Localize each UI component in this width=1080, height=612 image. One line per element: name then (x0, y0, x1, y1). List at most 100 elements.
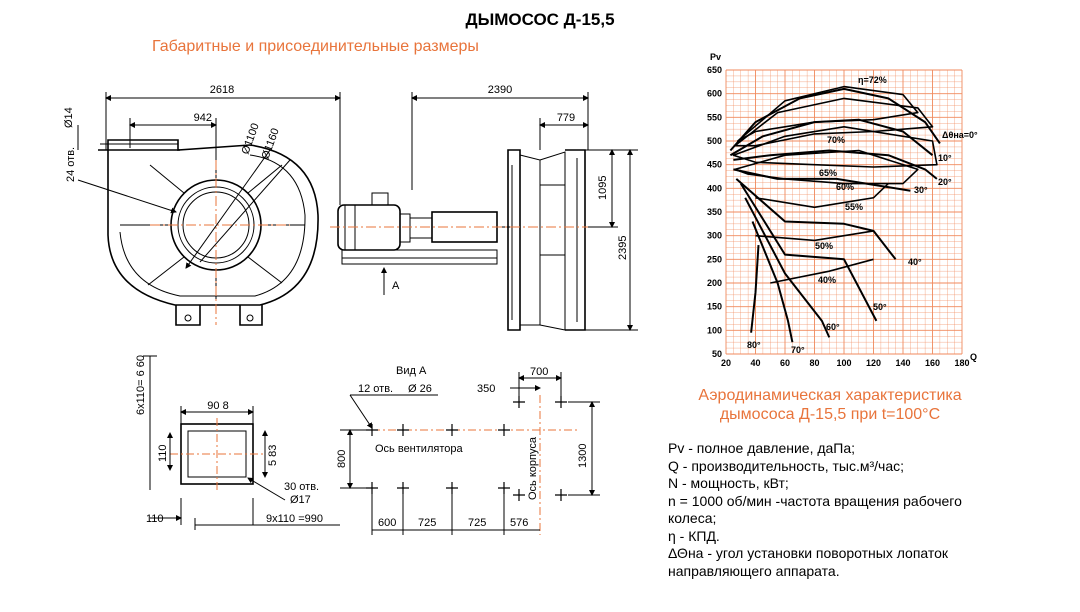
x-tick-label: 120 (866, 358, 881, 368)
curve-40° (735, 178, 897, 260)
efficiency-contour (737, 85, 919, 142)
dim-908: 90 8 (207, 400, 228, 412)
legend-q: Q - производительность, тыс.м³/час; (668, 457, 905, 474)
aero-chart-title: Аэродинамическая характеристика дымососа… (698, 387, 962, 423)
arrow-a-label: A (392, 280, 400, 292)
dim-600: 600 (378, 517, 396, 529)
eta-55-label: 55% (845, 202, 863, 212)
y-tick-label: 150 (707, 302, 722, 312)
dim-576: 576 (510, 517, 528, 529)
view-a-d26: Ø 26 (408, 383, 432, 395)
angle-0-label: Δθна=0° (942, 130, 978, 140)
x-tick-label: 60 (780, 358, 790, 368)
x-tick-label: 180 (954, 358, 969, 368)
x-tick-label: 100 (836, 358, 851, 368)
eta-70-label: 70% (827, 135, 845, 145)
angle-80-label: 80° (747, 340, 761, 350)
y-tick-label: 650 (707, 65, 722, 75)
y-tick-label: 300 (707, 231, 722, 241)
y-tick-label: 450 (707, 160, 722, 170)
dim-6x110: 6x110= 6 60 (135, 355, 147, 415)
curve-50° (739, 183, 878, 322)
curve-0° (729, 87, 941, 152)
x-tick-label: 140 (895, 358, 910, 368)
dim-350: 350 (477, 383, 495, 395)
y-tick-label: 400 (707, 183, 722, 193)
front-view (77, 92, 341, 326)
y-tick-labels: 650 600 550 500 450 400 350 300 250 200 150 100 50 (707, 65, 722, 359)
legend-theta: ΔΘна - угол установки поворотных лопаток… (668, 545, 949, 579)
eta-60-label: 60% (836, 182, 854, 192)
dim-d17: Ø17 (290, 494, 311, 506)
y-tick-label: 550 (707, 112, 722, 122)
legend-n-speed: n = 1000 об/мин -частота вращения рабоче… (668, 492, 962, 527)
y-tick-label: 100 (707, 325, 722, 335)
x-tick-label: 160 (925, 358, 940, 368)
dim-725-b: 725 (468, 517, 486, 529)
curve-80° (750, 245, 760, 333)
curve-20° (733, 149, 938, 180)
efficiency-labels: η=72% 70% 65% 60% 55% 50% 40% (815, 75, 887, 285)
dim-d1100: Ø1100 (240, 122, 262, 156)
angle-20-label: 20° (938, 177, 952, 187)
curve-70° (751, 221, 794, 343)
efficiency-line (755, 230, 874, 242)
y-tick-label: 350 (707, 207, 722, 217)
legend-pv: Pv - полное давление, даПа; (668, 440, 856, 456)
aero-chart: 650 600 550 500 450 400 350 300 250 200 150 100 50 2… (707, 52, 978, 368)
chart-grid (725, 69, 963, 355)
dim-725-a: 725 (418, 517, 436, 529)
angle-10-label: 10° (938, 153, 952, 163)
angle-60-label: 60° (826, 322, 840, 332)
dim-2390: 2390 (488, 84, 512, 96)
dimensional-drawing: 942 2618 Ø14 24 отв. Ø1100 Ø1160 (63, 84, 638, 535)
dim-779: 779 (557, 112, 575, 124)
angle-70-label: 70° (791, 345, 805, 355)
y-tick-label: 600 (707, 89, 722, 99)
legend-n-power: N - мощность, кВт; (668, 475, 789, 491)
efficiency-contour (732, 126, 938, 168)
dim-d1160: Ø1160 (260, 127, 282, 161)
dim-583: 5 83 (267, 445, 279, 466)
dim-30-holes: 30 отв. (284, 481, 319, 493)
eta-72-label: η=72% (858, 75, 887, 85)
efficiency-line (755, 183, 889, 209)
dim-2618: 2618 (210, 84, 234, 96)
view-a-holes: 12 отв. (358, 383, 393, 395)
y-tick-label: 250 (707, 254, 722, 264)
case-axis-label: Ось корпуса (527, 436, 539, 500)
chart-curves (729, 85, 941, 343)
dim-110-horizontal: 110 (146, 513, 164, 525)
legend: Pv - полное давление, даПа; Q - производ… (668, 440, 998, 580)
drawing-subtitle: Габаритные и присоединительные размеры (152, 38, 479, 55)
view-a (340, 372, 600, 535)
eta-50-label: 50% (815, 241, 833, 251)
angle-30-label: 30° (914, 185, 928, 195)
outlet-flange (143, 355, 340, 530)
efficiency-contour (734, 149, 919, 185)
x-axis-label: Q (970, 352, 977, 362)
y-tick-label: 50 (712, 349, 722, 359)
dim-9x110: 9x110 =990 (266, 513, 323, 525)
angle-50-label: 50° (873, 302, 887, 312)
dim-24-holes: 24 отв. (65, 147, 77, 182)
dim-800: 800 (336, 450, 348, 468)
dim-942: 942 (194, 112, 212, 124)
dim-d14: Ø14 (63, 107, 75, 128)
curve-60° (744, 197, 831, 338)
eta-40-label: 40% (818, 275, 836, 285)
x-tick-label: 20 (721, 358, 731, 368)
y-tick-label: 200 (707, 278, 722, 288)
efficiency-contour (734, 97, 934, 147)
angle-40-label: 40° (908, 257, 922, 267)
x-tick-label: 80 (809, 358, 819, 368)
y-tick-label: 500 (707, 136, 722, 146)
fan-axis-label: Ось вентилятора (375, 443, 463, 455)
dim-1300: 1300 (577, 444, 589, 468)
view-a-label: Вид А (396, 365, 427, 377)
dim-2395: 2395 (617, 236, 629, 260)
angle-labels: Δθна=0° 10° 20° 30° 40° 50° 60° 70° 80° (747, 130, 978, 355)
efficiency-line (770, 258, 874, 284)
legend-eta: η - КПД. (668, 527, 720, 544)
